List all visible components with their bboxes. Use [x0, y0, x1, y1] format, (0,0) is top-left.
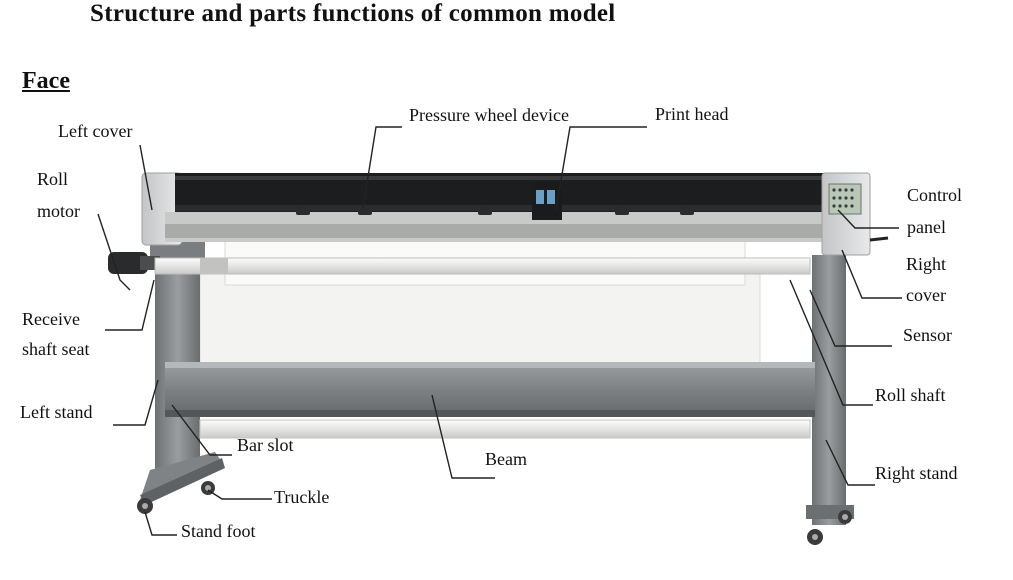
label-beam: Beam [485, 449, 527, 469]
label-receive-shaft-line2: shaft seat [22, 339, 90, 359]
label-roll-shaft: Roll shaft [875, 385, 946, 405]
label-receive-shaft-line1: Receive [22, 309, 80, 329]
label-right-cover-line1: Right [906, 254, 947, 274]
lower-roll [199, 419, 811, 439]
right-cover-shape [821, 172, 889, 256]
label-control-panel-line1: Control [907, 185, 963, 205]
label-truckle: Truckle [274, 487, 330, 507]
label-right-cover-line2: cover [906, 285, 946, 305]
label-roll-motor-line1: Roll [37, 169, 69, 189]
right-stand-shape [806, 255, 854, 525]
beam-shape [165, 362, 815, 417]
label-stand-foot: Stand foot [181, 521, 256, 541]
callout-lines [97, 126, 902, 536]
label-sensor: Sensor [903, 325, 952, 345]
receive-roll [154, 257, 811, 275]
label-left-cover: Left cover [58, 121, 133, 141]
label-print-head: Print head [655, 104, 729, 124]
top-rail [165, 173, 827, 242]
label-pressure-wheel-device: Pressure wheel device [409, 105, 569, 125]
label-roll-motor-line2: motor [37, 201, 80, 221]
label-bar-slot: Bar slot [237, 435, 294, 455]
label-right-stand: Right stand [875, 463, 958, 483]
label-left-stand: Left stand [20, 402, 93, 422]
pressure-wheels [296, 205, 694, 215]
section-heading: Face [22, 68, 70, 94]
label-control-panel-line2: panel [907, 217, 946, 237]
page-title: Structure and parts functions of common … [90, 0, 616, 27]
